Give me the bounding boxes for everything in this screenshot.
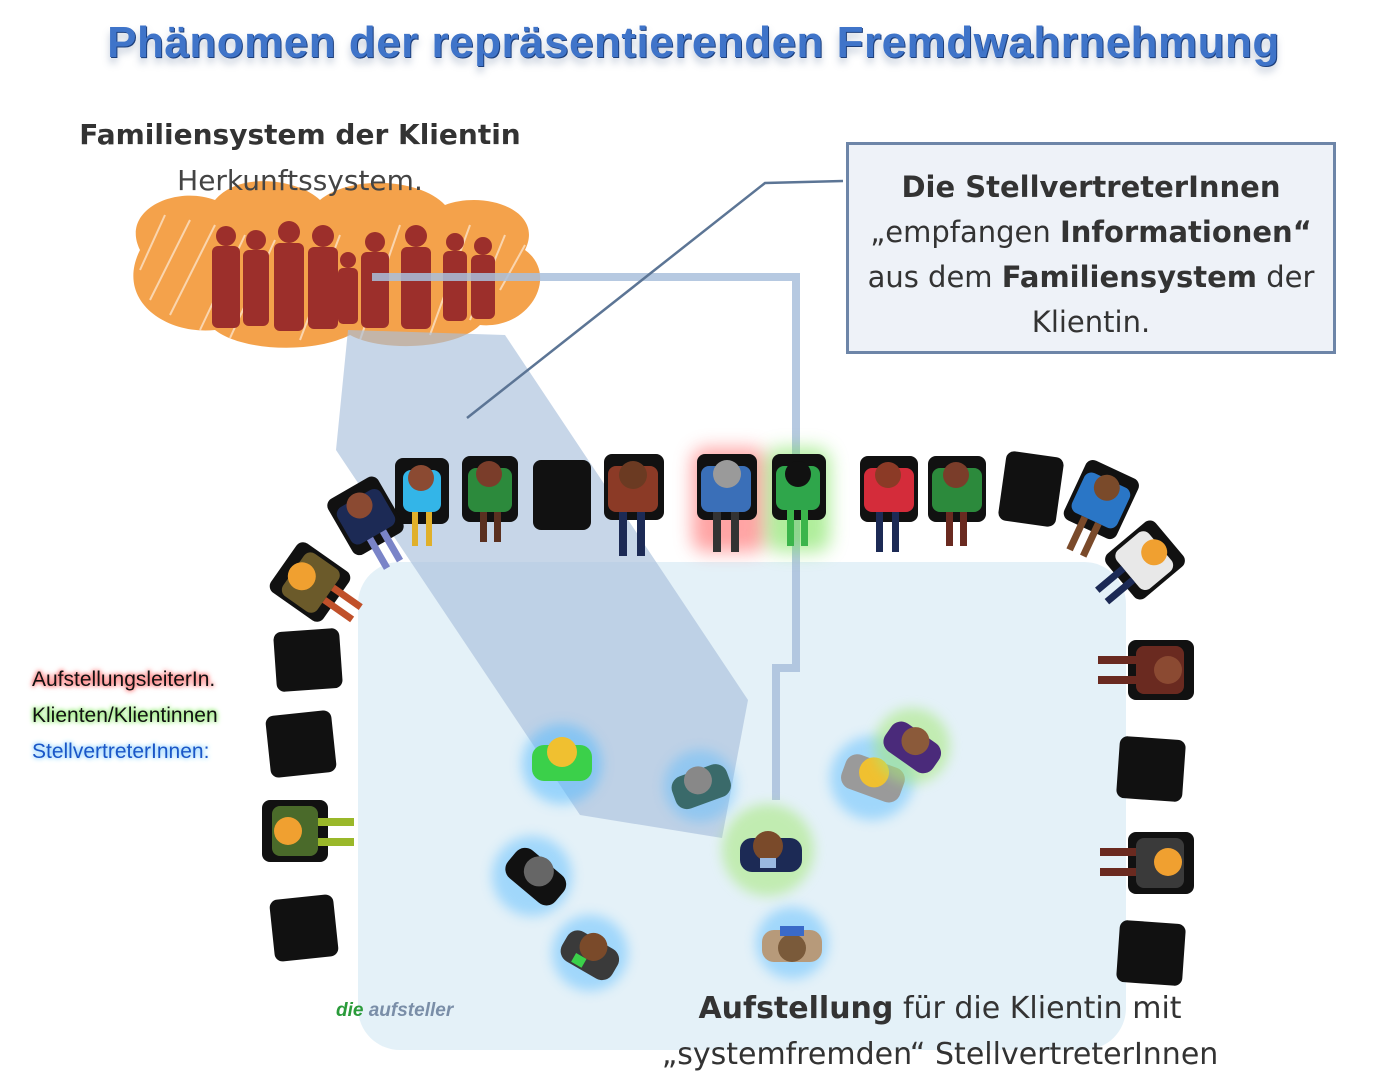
page-title: Phänomen der repräsentierenden Fremdwahr… <box>107 18 1280 67</box>
legend-clients: Klienten/Klientinnen <box>32 704 218 727</box>
connector-line <box>372 273 800 800</box>
standing-figures <box>492 708 950 991</box>
seated-person <box>1095 520 1185 605</box>
seated-person <box>462 456 518 542</box>
caption-rest: für die Klientin mit <box>902 991 1182 1026</box>
empty-chair <box>1116 736 1186 802</box>
empty-chair <box>533 460 591 530</box>
empty-chair <box>265 710 337 778</box>
client-person <box>772 454 826 546</box>
logo: die aufsteller <box>336 1000 453 1022</box>
seated-person <box>1063 459 1139 558</box>
info-line-2b: Informationen“ <box>1059 215 1312 249</box>
info-line-3c: der <box>1266 260 1315 294</box>
caption-line-2: „systemfremden“ StellvertreterInnen <box>661 1037 1219 1072</box>
legend-representatives: StellvertreterInnen: <box>32 740 210 763</box>
empty-chair <box>273 628 343 692</box>
info-box: Die StellvertreterInnen „empfangen Infor… <box>846 142 1336 354</box>
family-system-subtitle: Herkunftssystem. <box>177 164 423 197</box>
info-line-3a: aus dem <box>867 260 993 294</box>
info-line-4: Klientin. <box>1031 305 1151 339</box>
empty-chair <box>269 894 339 962</box>
family-silhouettes <box>212 221 495 331</box>
chair-circle <box>262 451 1194 986</box>
info-line-1: Die StellvertreterInnen <box>901 170 1281 204</box>
client-figure <box>883 721 942 774</box>
leader-person <box>697 454 757 552</box>
seated-person <box>262 800 354 862</box>
info-line-3b: Familiensystem <box>1001 260 1257 294</box>
seated-person <box>860 456 918 552</box>
seated-person <box>1100 832 1194 894</box>
logo-text: aufsteller <box>368 1000 454 1021</box>
info-line-2a: „empfangen <box>870 215 1051 249</box>
seated-person <box>1098 640 1194 700</box>
empty-chair <box>998 451 1064 527</box>
seated-person <box>928 456 986 546</box>
representative-figure <box>671 764 731 810</box>
empty-chair <box>1116 920 1186 986</box>
logo-mark: die <box>336 1000 364 1021</box>
seated-person <box>604 454 664 556</box>
caption-bold: Aufstellung <box>698 991 894 1026</box>
client-figure <box>740 831 802 872</box>
seated-person <box>269 542 363 623</box>
representative-figure <box>762 926 822 962</box>
information-beam <box>336 330 748 838</box>
seated-person <box>395 458 449 546</box>
representative-figure <box>505 847 567 906</box>
legend-leader: AufstellungsleiterIn. <box>32 668 216 691</box>
caption: Aufstellung für die Klientin mit „system… <box>640 986 1240 1078</box>
representative-figure <box>532 737 592 781</box>
pointer-line <box>466 179 844 419</box>
representative-figure <box>560 930 620 981</box>
family-system-title: Familiensystem der Klientin <box>79 118 521 151</box>
seated-person <box>327 476 404 570</box>
